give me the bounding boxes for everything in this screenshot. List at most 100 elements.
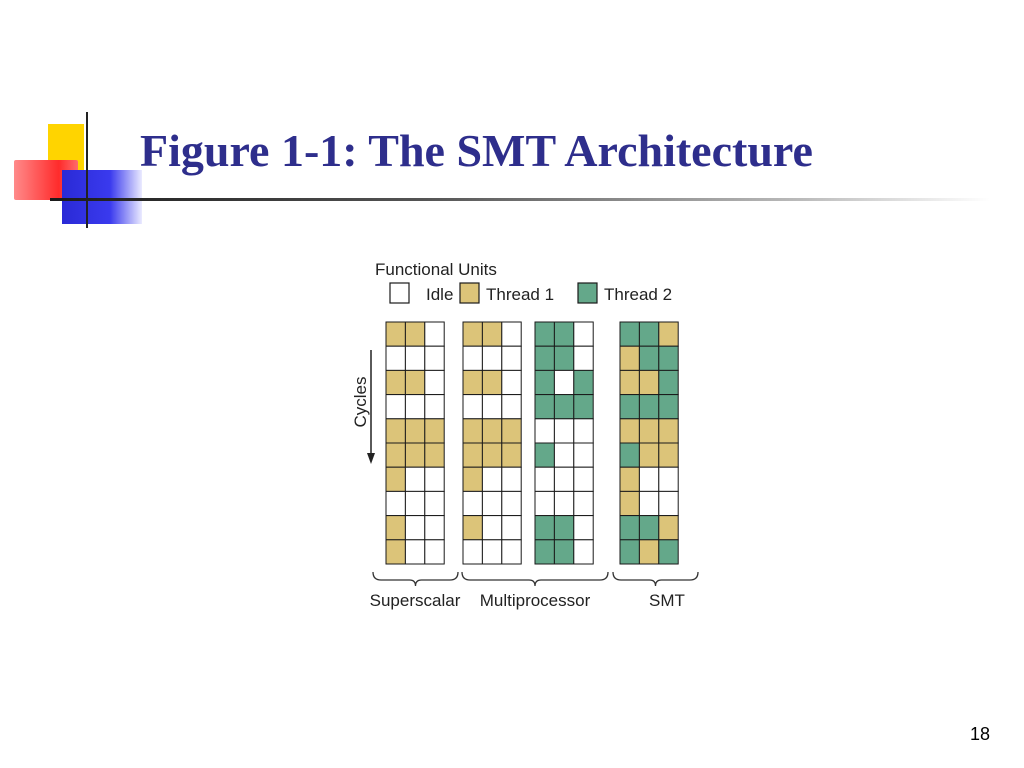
grid-cell <box>553 369 575 396</box>
legend-label-thread-1: Thread 1 <box>486 285 554 304</box>
grid-cell <box>424 442 445 468</box>
grid-cell <box>404 515 426 541</box>
grid-cell <box>573 394 594 420</box>
title-decoration-vertical-line <box>86 112 88 228</box>
grid-cell <box>658 515 679 541</box>
grid-cell <box>619 394 640 420</box>
grid-cell <box>481 490 503 517</box>
grid-cell <box>481 442 503 468</box>
grid-cell <box>534 442 555 468</box>
grid-cell <box>424 466 445 492</box>
brace-multiprocessor <box>461 571 609 587</box>
grid-cell <box>573 466 594 492</box>
grid-cell <box>424 394 445 420</box>
grid-cell <box>385 539 406 565</box>
grid-cell <box>573 345 594 371</box>
grid-cell <box>638 490 660 517</box>
grid-cell <box>638 466 660 492</box>
grid-cell <box>553 394 575 420</box>
grid-cell <box>501 466 522 492</box>
pipeline-grid-3 <box>534 321 594 565</box>
legend-label-idle: Idle <box>426 285 453 304</box>
grid-cell <box>553 418 575 444</box>
title-underline <box>50 198 990 201</box>
grid-cell <box>553 466 575 492</box>
grid-cell <box>619 345 640 371</box>
pipeline-grid-2 <box>462 321 522 565</box>
grid-cell <box>534 321 555 347</box>
grid-cell <box>553 345 575 371</box>
grid-cell <box>462 418 483 444</box>
grid-cell <box>385 418 406 444</box>
grid-cell <box>404 539 426 565</box>
grid-cell <box>424 515 445 541</box>
grid-cell <box>638 321 660 347</box>
grid-cell <box>404 418 426 444</box>
grid-cell <box>501 442 522 468</box>
grid-cell <box>638 515 660 541</box>
grid-cell <box>501 515 522 541</box>
grid-cell <box>638 418 660 444</box>
grid-cell <box>462 515 483 541</box>
grid-cell <box>481 345 503 371</box>
grid-cell <box>658 466 679 492</box>
grid-cell <box>534 539 555 565</box>
grid-cell <box>638 369 660 396</box>
grid-cell <box>385 466 406 492</box>
grid-cell <box>658 321 679 347</box>
grid-cell <box>573 418 594 444</box>
grid-cell <box>424 539 445 565</box>
grid-cell <box>501 369 522 396</box>
grid-cell <box>553 515 575 541</box>
grid-cell <box>385 442 406 468</box>
slide-title: Figure 1-1: The SMT Architecture <box>140 125 813 176</box>
grid-cell <box>638 442 660 468</box>
grid-cell <box>553 539 575 565</box>
grid-cell <box>404 321 426 347</box>
grid-cell <box>658 369 679 396</box>
grid-cell <box>658 490 679 517</box>
grid-cell <box>534 466 555 492</box>
legend-swatch-thread-1 <box>459 282 480 304</box>
grid-cell <box>534 369 555 396</box>
grid-cell <box>385 345 406 371</box>
grid-cell <box>462 369 483 396</box>
grid-cell <box>658 418 679 444</box>
grid-cell <box>424 369 445 396</box>
cycles-axis-label: Cycles <box>351 376 370 427</box>
grid-cell <box>619 321 640 347</box>
grid-cell <box>385 490 406 517</box>
grid-cell <box>481 369 503 396</box>
group-label-multiprocessor: Multiprocessor <box>480 591 591 610</box>
brace-superscalar <box>372 571 459 587</box>
grid-cell <box>573 369 594 396</box>
grid-cell <box>619 369 640 396</box>
grid-cell <box>573 539 594 565</box>
page-number: 18 <box>969 724 990 744</box>
grid-cell <box>553 442 575 468</box>
grid-cell <box>481 394 503 420</box>
grid-cell <box>501 321 522 347</box>
grid-cell <box>534 394 555 420</box>
grid-cell <box>462 345 483 371</box>
grid-cell <box>404 369 426 396</box>
grid-cell <box>501 490 522 517</box>
group-label-superscalar: Superscalar <box>370 591 461 610</box>
grid-cell <box>404 345 426 371</box>
grid-cell <box>573 515 594 541</box>
grid-cell <box>553 321 575 347</box>
grid-cell <box>534 418 555 444</box>
grid-cell <box>462 321 483 347</box>
grid-cell <box>404 442 426 468</box>
grid-cell <box>462 394 483 420</box>
grid-cell <box>619 418 640 444</box>
grid-cell <box>534 515 555 541</box>
grid-cell <box>619 442 640 468</box>
legend-title: Functional Units <box>375 260 497 279</box>
grid-cell <box>385 321 406 347</box>
grid-cell <box>424 418 445 444</box>
grid-cell <box>573 442 594 468</box>
grid-cell <box>619 490 640 517</box>
